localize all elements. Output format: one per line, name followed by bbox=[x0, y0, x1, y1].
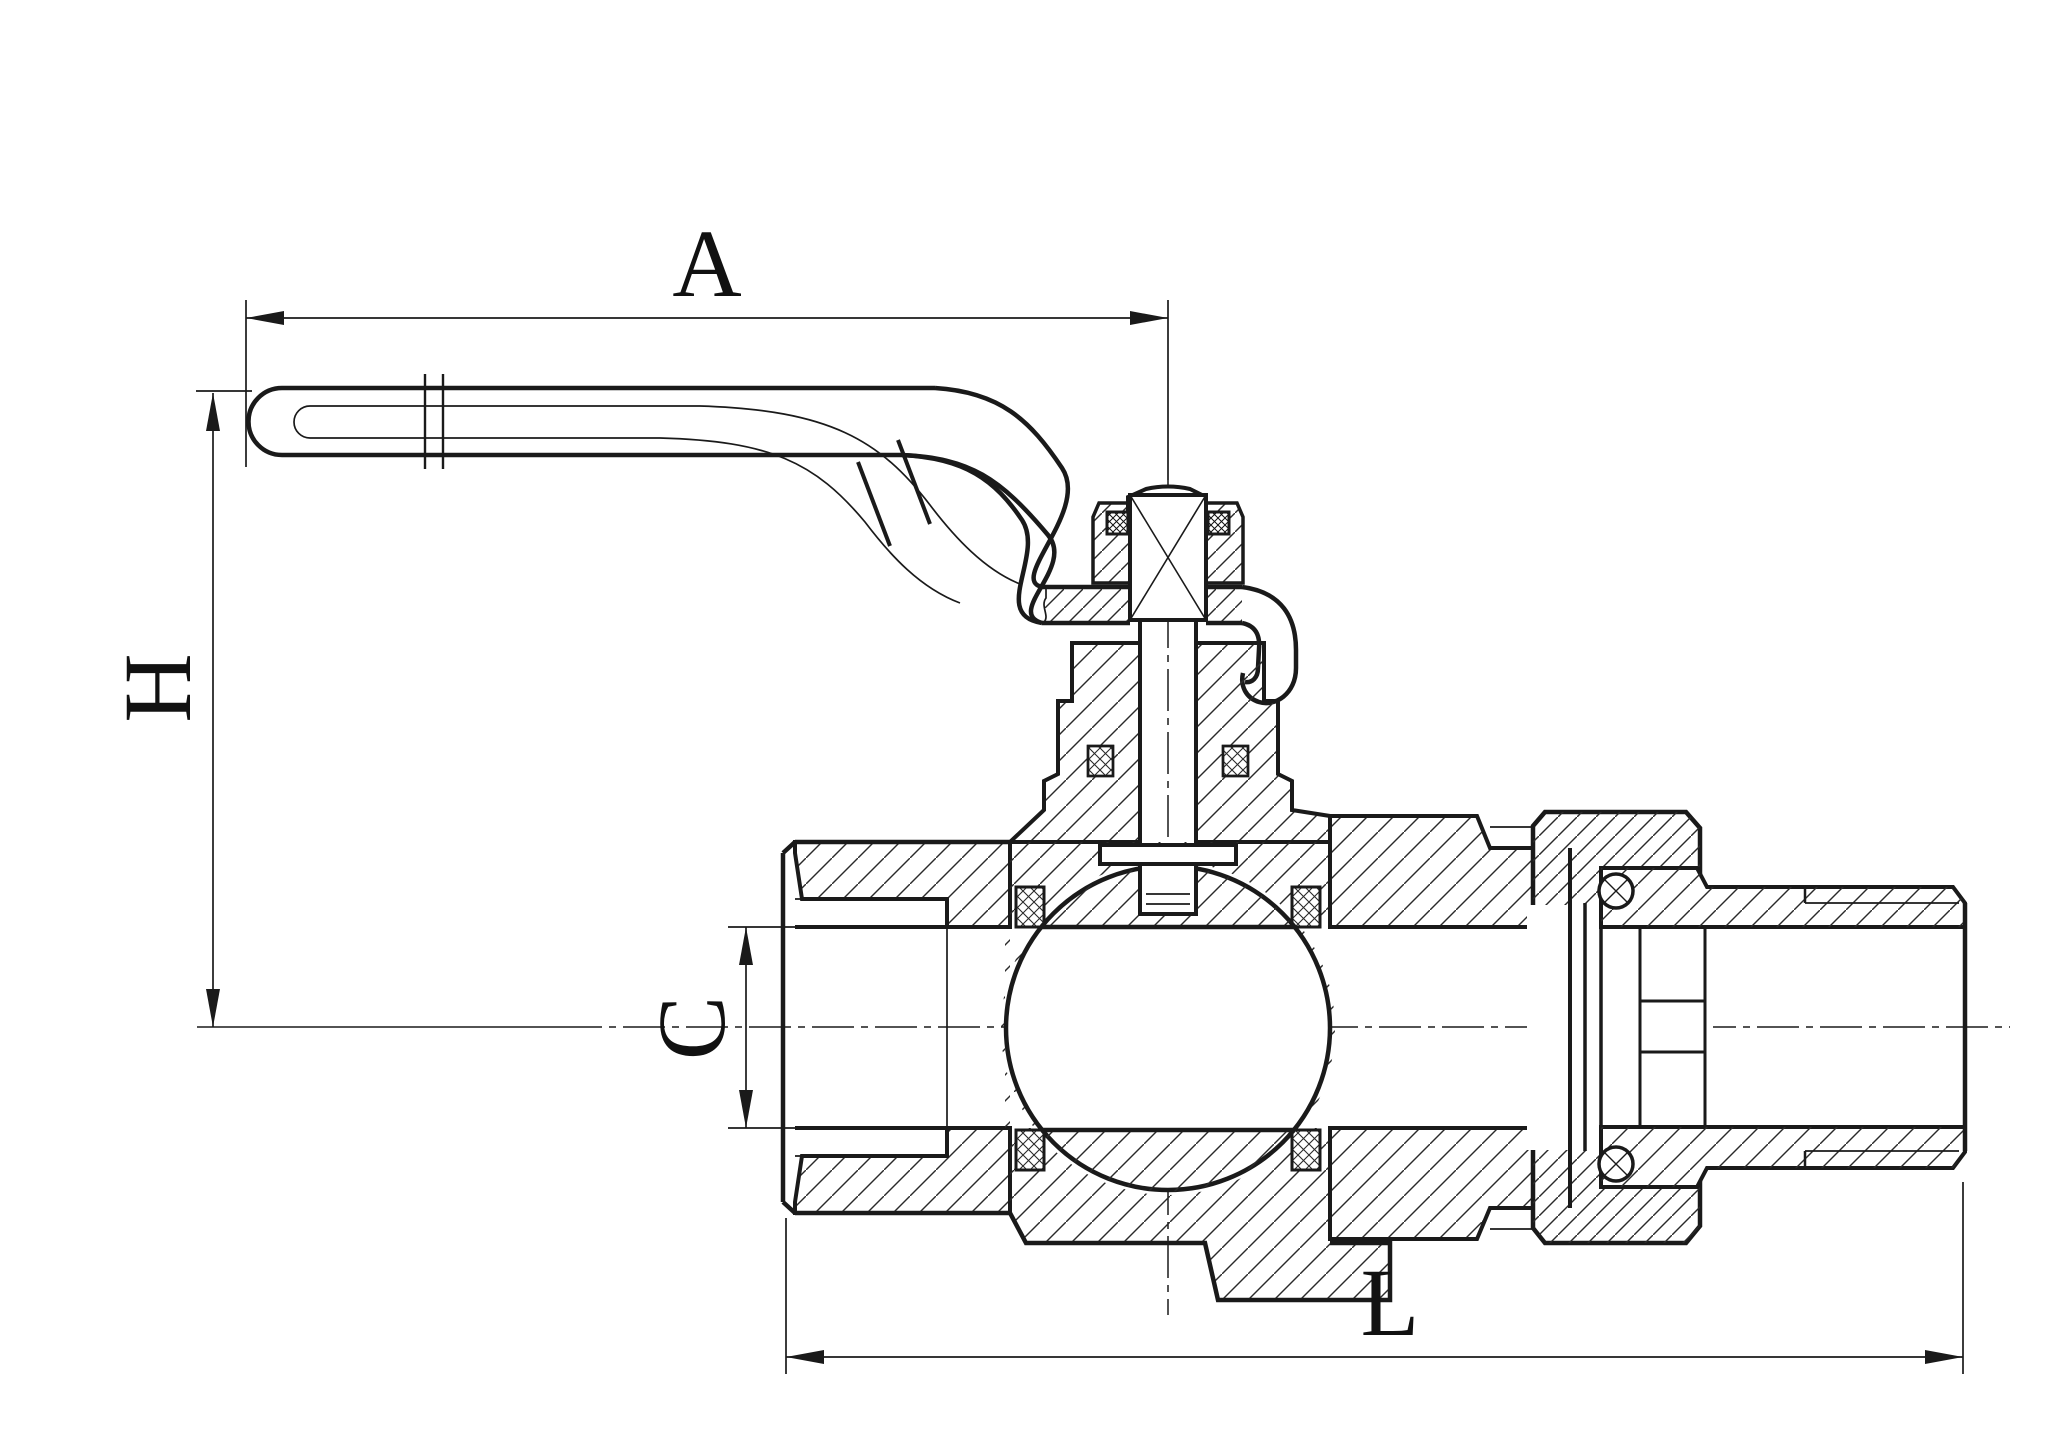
dimension-L bbox=[785, 1182, 1964, 1374]
dimension-H bbox=[196, 390, 252, 1027]
ball-hatch-bottom bbox=[1041, 1130, 1295, 1192]
handle-section-left bbox=[1044, 588, 1130, 622]
seat-right-top-hatch bbox=[1290, 885, 1322, 929]
ball bbox=[1003, 843, 1333, 1193]
l-arrow-right bbox=[1925, 1350, 1963, 1364]
handle-inner-cap-arc bbox=[293, 405, 311, 439]
packing-ring-left-hatch bbox=[1086, 744, 1115, 778]
body-wall-bottom-left bbox=[793, 1126, 1012, 1215]
handle-section-right bbox=[1206, 587, 1242, 623]
handle-inner-contour-top bbox=[310, 405, 1021, 585]
stem-tang bbox=[1138, 862, 1198, 916]
female-thread-root bbox=[795, 898, 947, 1157]
tailpiece-top-wall-hatch bbox=[1601, 868, 1965, 927]
stem-square-x-mark bbox=[1129, 494, 1207, 621]
ball-port-edges bbox=[1041, 924, 1295, 1133]
tailpiece-bottom-wall-hatch bbox=[1601, 1127, 1965, 1187]
h-arrow-top bbox=[206, 393, 220, 431]
handle-section-right-edges bbox=[1206, 584, 1242, 626]
male-thread-root bbox=[1805, 902, 1959, 1152]
female-thread-crest bbox=[795, 925, 1010, 1130]
handle-outer-outline bbox=[246, 385, 1057, 626]
handle-top-bend-edge bbox=[934, 385, 1071, 590]
bonnet-packing bbox=[1004, 620, 1332, 845]
handle-bend-facet-edge-2 bbox=[896, 439, 932, 525]
h-arrow-bottom bbox=[206, 989, 220, 1027]
tailpiece-male-end bbox=[1583, 866, 1968, 1189]
stem-collar bbox=[1098, 843, 1238, 866]
a-arrow-left bbox=[246, 311, 284, 325]
stem-nut-assembly bbox=[1091, 484, 1245, 622]
bonnet-left bbox=[1004, 641, 1142, 844]
seat-left-top-hatch bbox=[1014, 885, 1046, 929]
label-H: H bbox=[104, 653, 211, 722]
ball-slot-lines bbox=[1146, 893, 1190, 905]
seat-left-bottom-hatch bbox=[1014, 1128, 1046, 1172]
handle-section-break-edge bbox=[1043, 588, 1047, 623]
dimension-labels: A H C L bbox=[104, 210, 1419, 1356]
ball-seats bbox=[1014, 885, 1322, 1172]
handle-bend-facet-edge-1 bbox=[856, 461, 892, 547]
knurled-washer-left-knurl bbox=[1105, 510, 1130, 536]
l-arrow-left bbox=[786, 1350, 824, 1364]
stem-shank bbox=[1138, 620, 1198, 845]
handle-lever bbox=[246, 374, 1299, 706]
handle-section-left-edges bbox=[1042, 584, 1130, 626]
handle-inner-contour-bottom bbox=[310, 437, 961, 604]
dimension-A bbox=[245, 300, 1169, 480]
label-L: L bbox=[1361, 1249, 1420, 1356]
c-arrow-top bbox=[739, 927, 753, 965]
knurled-washer-right-knurl bbox=[1206, 510, 1231, 536]
body-left-end-face bbox=[780, 840, 797, 1215]
o-ring-bottom-x bbox=[1603, 1151, 1629, 1177]
a-arrow-right bbox=[1130, 311, 1168, 325]
handle-bottom-bend-edge bbox=[901, 452, 1043, 626]
union-nut-bore-window bbox=[1527, 905, 1713, 1150]
label-C: C bbox=[638, 996, 745, 1060]
c-arrow-bottom bbox=[739, 1090, 753, 1128]
tailpiece-seal-lip bbox=[1583, 903, 1603, 1151]
body-bottom-profile bbox=[795, 1210, 1393, 1303]
o-ring-top-x bbox=[1603, 878, 1629, 904]
label-A: A bbox=[672, 210, 741, 317]
bonnet-right bbox=[1194, 641, 1332, 844]
seat-right-bottom-hatch bbox=[1290, 1128, 1322, 1172]
tailpiece-hex-edges bbox=[1638, 927, 1707, 1127]
tailpiece-hex-corner-lines bbox=[1640, 999, 1705, 1054]
body-wall-top-left bbox=[793, 840, 1012, 929]
packing-ring-right-hatch bbox=[1221, 744, 1250, 778]
